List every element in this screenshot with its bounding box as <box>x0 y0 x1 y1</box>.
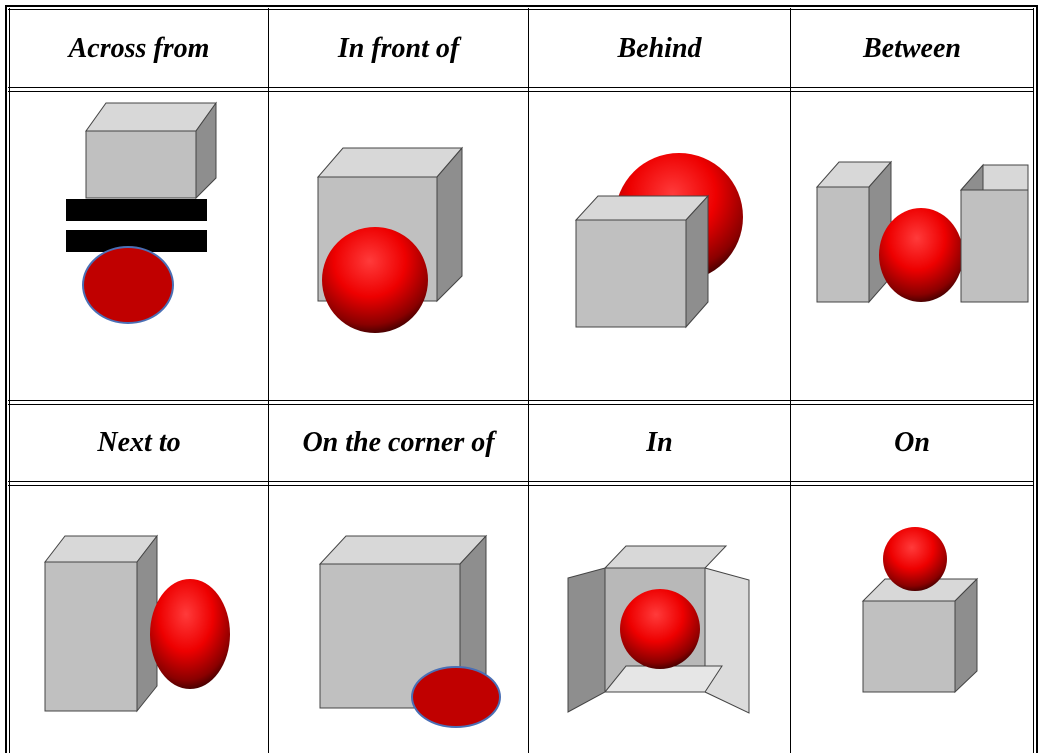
cube-icon <box>45 536 157 711</box>
cube-icon <box>817 162 891 302</box>
sphere-icon <box>322 227 428 333</box>
sphere-icon <box>879 208 963 302</box>
cube-icon <box>86 103 216 198</box>
flat-red-ellipse <box>83 247 173 323</box>
sphere-icon <box>620 589 700 669</box>
sphere-icon <box>883 527 947 591</box>
flat-red-ellipse <box>412 667 500 727</box>
cube-icon <box>863 579 977 692</box>
bar-top <box>66 199 207 221</box>
sphere-icon <box>150 579 230 689</box>
cube-icon <box>576 196 708 327</box>
cube-icon <box>961 165 1028 302</box>
